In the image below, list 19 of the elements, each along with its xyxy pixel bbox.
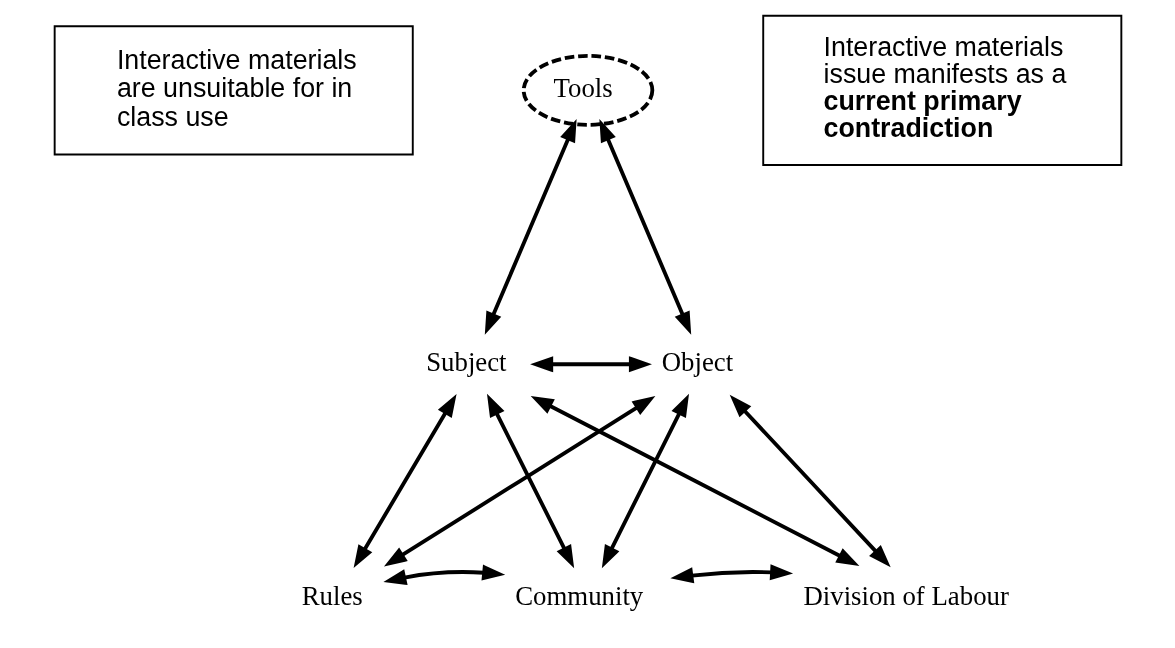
node-ellipse: Tools [521, 53, 654, 127]
arrow [486, 393, 574, 569]
node-box: Interactive materials are unsuitable for in class use [53, 25, 414, 156]
arrow [598, 119, 691, 335]
arrow [484, 119, 577, 335]
arrow [529, 356, 652, 373]
node-text: Subject [425, 347, 507, 378]
node-text: Community [514, 580, 643, 611]
arrow [382, 564, 505, 586]
node-box: Interactive materials issue manifests as a current primary contradiction [761, 14, 1122, 166]
arrow [601, 393, 689, 569]
arrow [383, 395, 655, 567]
arrow [530, 395, 859, 566]
arrow [729, 394, 891, 568]
arrow [669, 564, 793, 584]
node-text: Object [661, 347, 733, 378]
arrow [353, 394, 457, 569]
node-text: Division of Labour [802, 580, 1009, 611]
node-text: Rules [301, 580, 363, 611]
